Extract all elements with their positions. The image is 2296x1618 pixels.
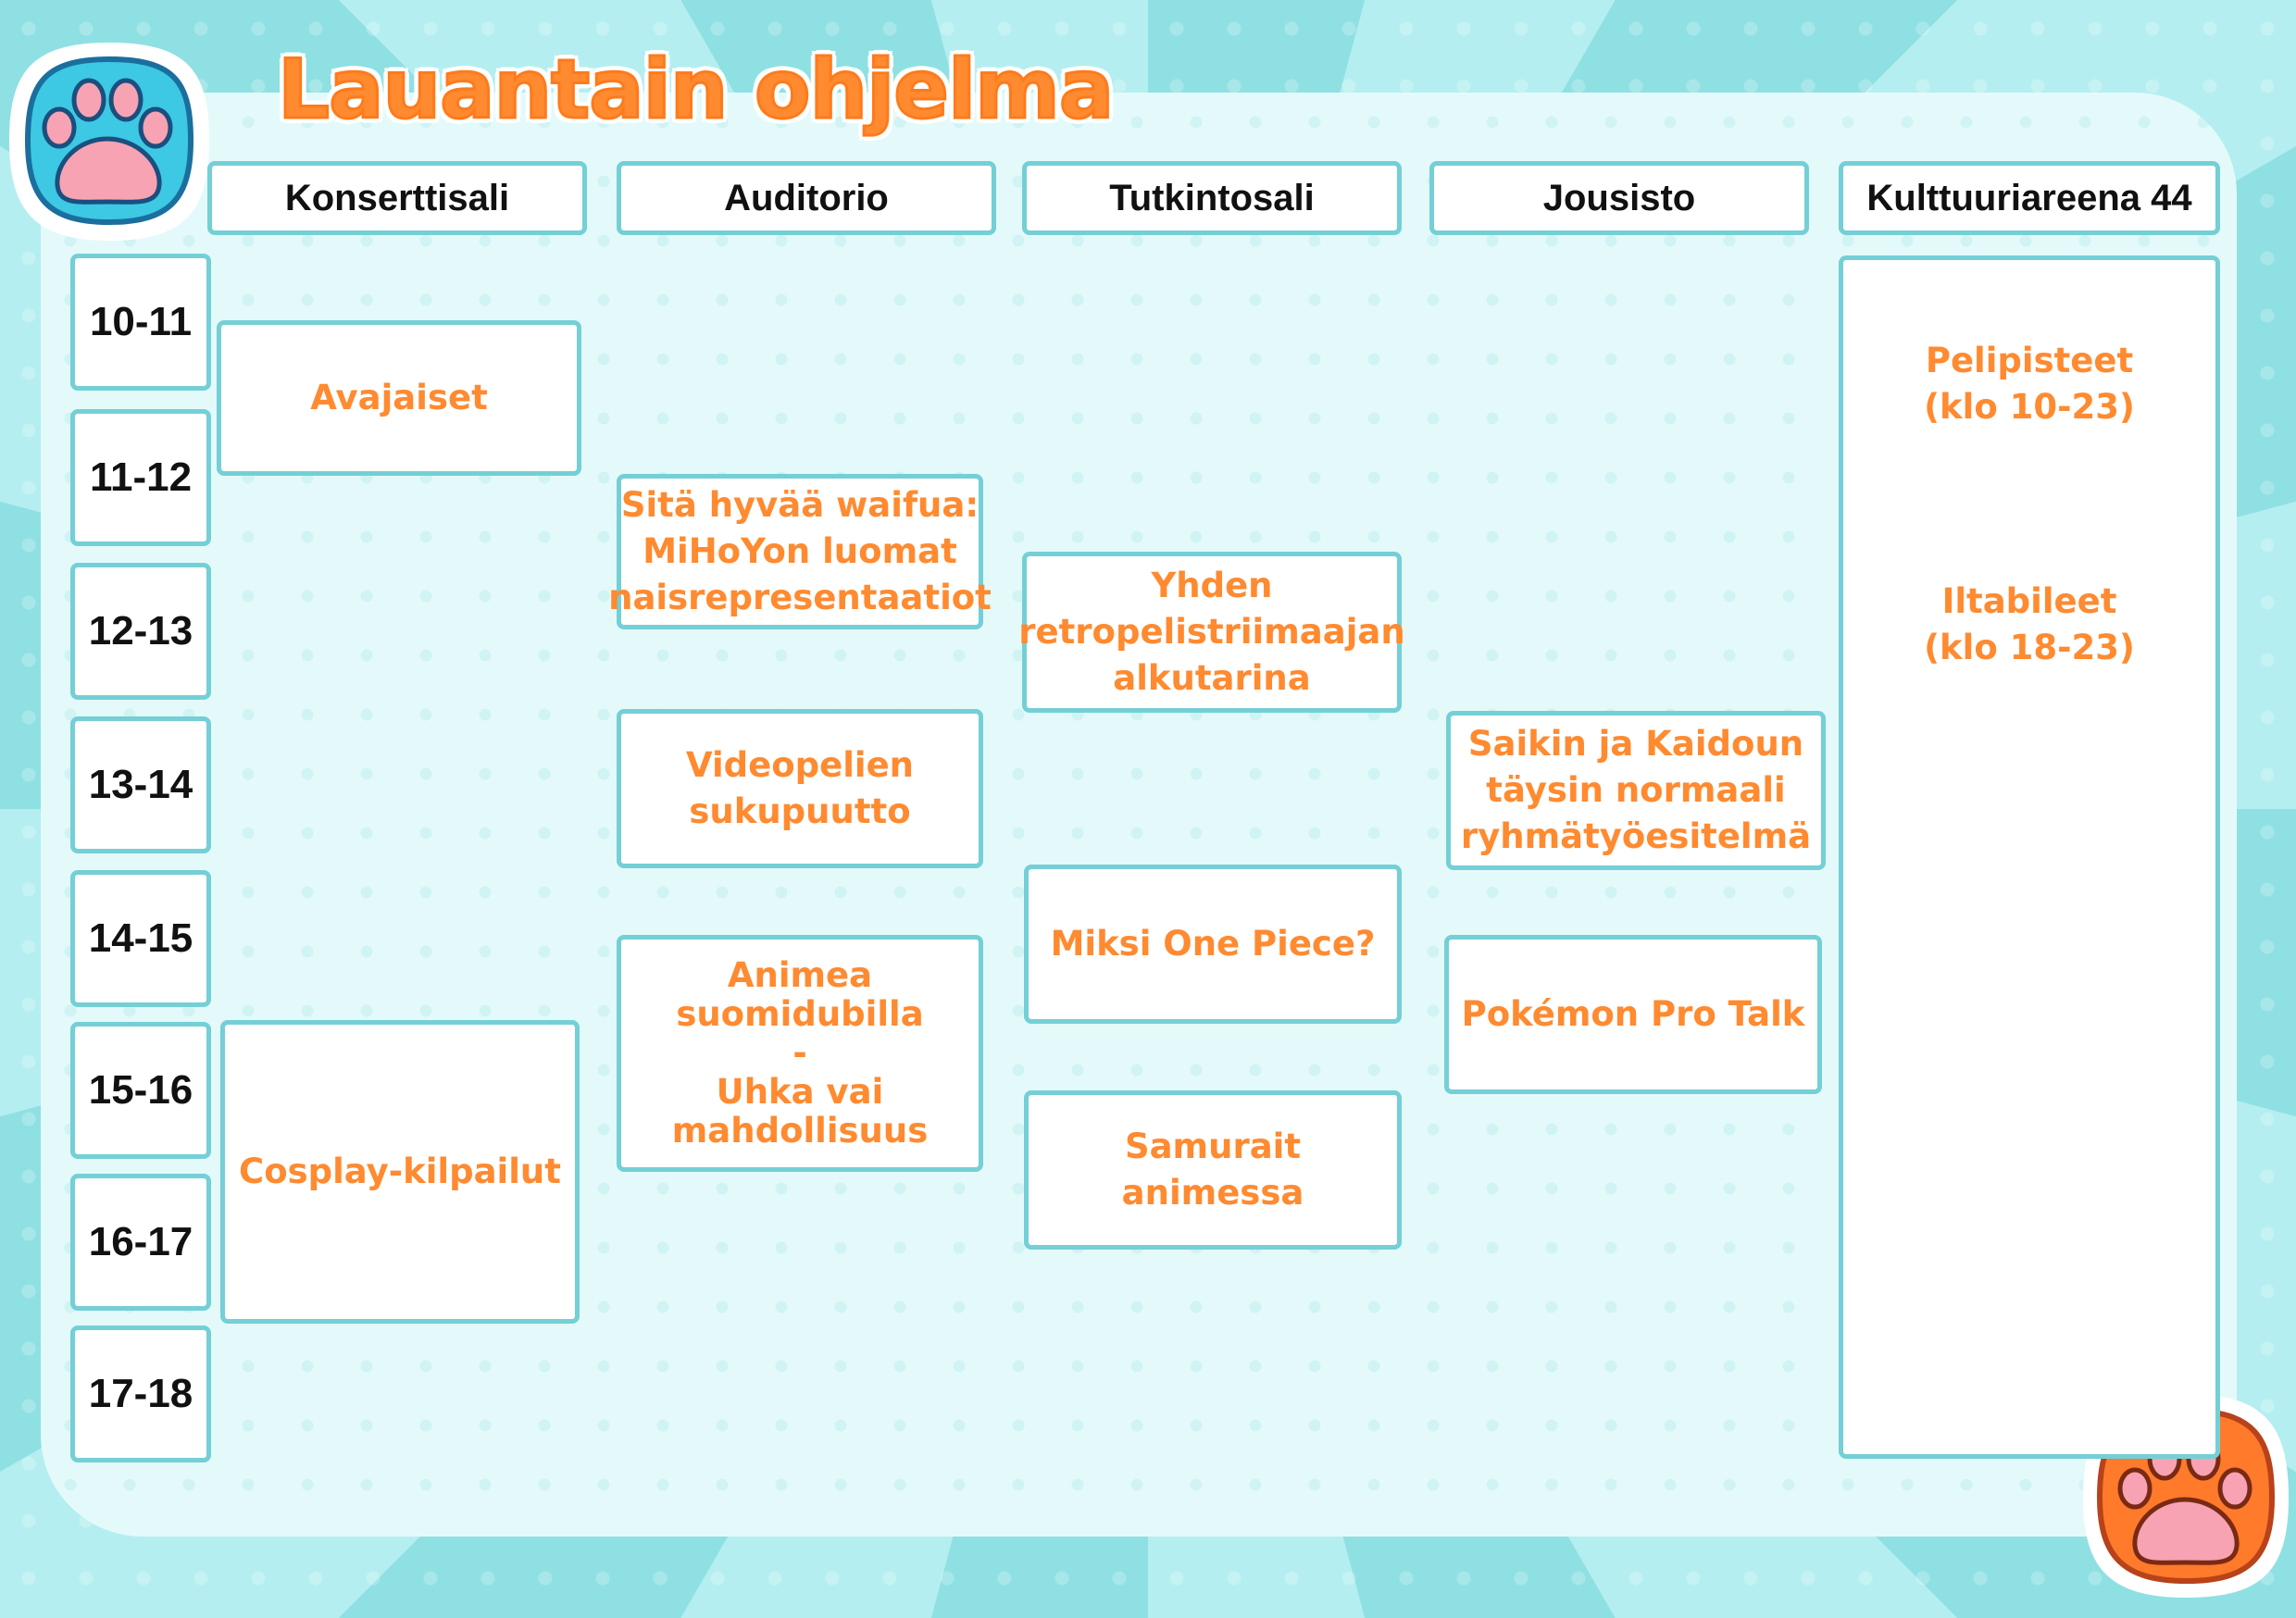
paw-print-icon — [9, 43, 209, 241]
event-avajaiset: Avajaiset — [217, 320, 581, 476]
timeslot-14-15: 14-15 — [70, 870, 211, 1007]
timeslot-16-17: 16-17 — [70, 1174, 211, 1311]
venue-header-tutkintosali: Tutkintosali — [1022, 161, 1402, 235]
event-iltabileet: Iltabileet (klo 18-23) — [1924, 581, 2135, 667]
event-pelipisteet: Pelipisteet (klo 10-23) — [1924, 341, 2135, 427]
timeslot-12-13: 12-13 — [70, 563, 211, 700]
event-mihoyo-waifu: Sitä hyvää waifua: MiHoYon luomat naisre… — [608, 474, 992, 629]
event-miksi-one-piece: Miksi One Piece? — [1024, 865, 1402, 1024]
event-cosplay-kilpailut: Cosplay-kilpailut — [220, 1020, 580, 1324]
spacer — [1924, 477, 2135, 532]
venue-header-auditorio: Auditorio — [617, 161, 996, 235]
kulttuuriareena-column: Pelipisteet (klo 10-23) Iltabileet (klo … — [1839, 255, 2220, 1459]
venue-header-jousisto: Jousisto — [1429, 161, 1809, 235]
timeslot-17-18: 17-18 — [70, 1326, 211, 1462]
venue-header-kulttuuriareena: Kulttuuriareena 44 — [1839, 161, 2220, 235]
event-pokemon-pro-talk: Pokémon Pro Talk — [1444, 935, 1822, 1094]
page-title: Lauantain ohjelma — [276, 41, 1115, 139]
event-videopelien-sukupuutto: Videopelien sukupuutto — [617, 709, 983, 868]
event-saikin-ja-kaidoun: Saikin ja Kaidoun täysin normaali ryhmät… — [1446, 711, 1826, 870]
timeslot-13-14: 13-14 — [70, 716, 211, 853]
timeslot-10-11: 10-11 — [70, 254, 211, 391]
event-animea-suomidubilla: Animea suomidubilla - Uhka vai mahdollis… — [617, 935, 983, 1172]
event-samurait-animessa: Samurait animessa — [1024, 1090, 1402, 1250]
timeslot-15-16: 15-16 — [70, 1022, 211, 1159]
venue-header-konserttisali: Konserttisali — [207, 161, 587, 235]
timeslot-11-12: 11-12 — [70, 409, 211, 546]
event-retropelistriimaaja: Yhden retropelistriimaajan alkutarina — [1018, 552, 1405, 713]
